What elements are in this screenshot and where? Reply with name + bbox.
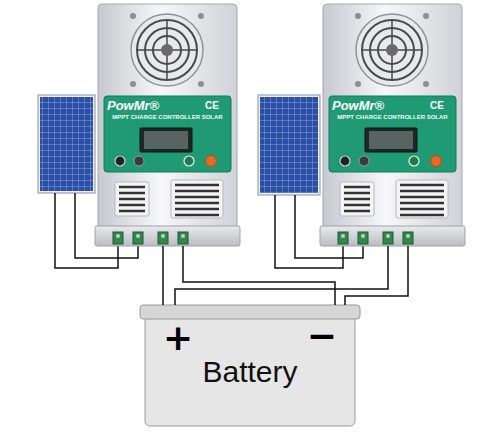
model-label: MPPT CHARGE CONTROLLER SOLAR	[104, 114, 231, 120]
battery-body	[145, 316, 355, 426]
ce-mark: CE	[205, 100, 219, 111]
battery-wire	[345, 246, 408, 305]
battery-box: +Battery−	[145, 305, 357, 426]
negative-sign: −	[307, 315, 337, 356]
charge-controller	[95, 4, 240, 246]
model-label: MPPT CHARGE CONTROLLER SOLAR	[329, 114, 456, 120]
solar-panel	[260, 97, 318, 193]
charge-controller-box: PowMr® CE MPPT CHARGE CONTROLLER SOLAR	[95, 4, 240, 246]
charge-controller	[320, 4, 465, 246]
battery-label: Battery	[145, 355, 355, 389]
charge-controller-box: PowMr® CE MPPT CHARGE CONTROLLER SOLAR	[320, 4, 465, 246]
brand-name: PowMr®	[107, 98, 159, 113]
solar-panel	[40, 97, 93, 191]
brand-name: PowMr®	[332, 98, 384, 113]
positive-sign: +	[163, 317, 193, 358]
battery-wire	[162, 246, 164, 305]
battery-wire	[183, 246, 335, 305]
solar-panel-frame	[258, 95, 320, 195]
ce-mark: CE	[430, 100, 444, 111]
solar-panel-frame	[38, 95, 95, 193]
